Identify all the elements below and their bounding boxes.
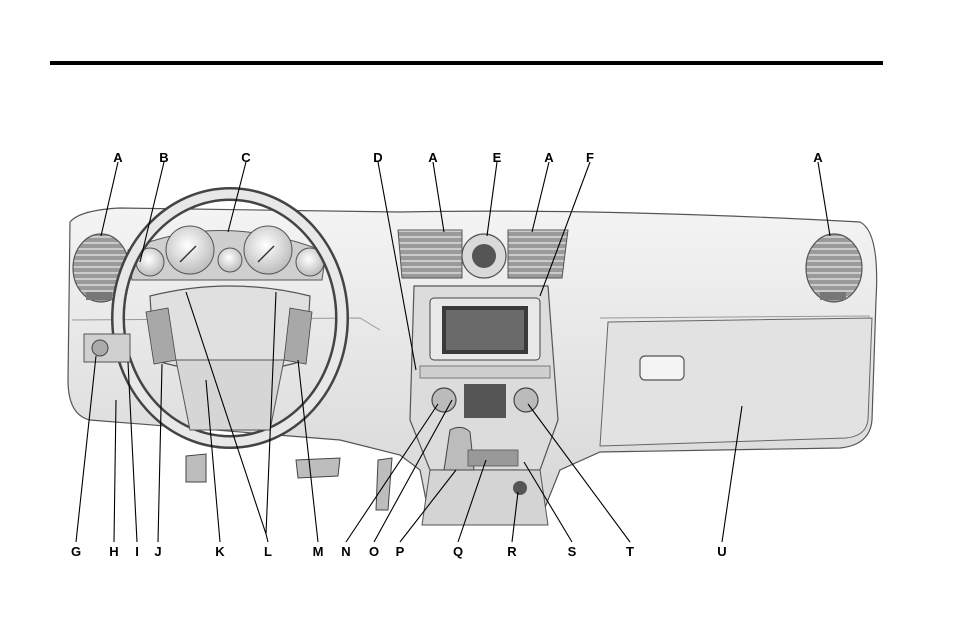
callout-i: I — [135, 544, 139, 559]
callout-n: N — [341, 544, 350, 559]
callout-l: L — [264, 544, 272, 559]
callout-a: A — [428, 150, 438, 165]
glove-box — [600, 318, 872, 446]
right-air-vent — [806, 234, 862, 302]
callout-p: P — [396, 544, 405, 559]
callout-s: S — [568, 544, 577, 559]
callout-e: E — [493, 150, 502, 165]
callout-u: U — [717, 544, 726, 559]
callout-d: D — [373, 150, 382, 165]
callout-r: R — [507, 544, 517, 559]
headlamp-switch-panel — [84, 334, 130, 362]
callout-a: A — [544, 150, 554, 165]
analog-clock — [462, 234, 506, 278]
callout-t: T — [626, 544, 634, 559]
callout-c: C — [241, 150, 251, 165]
callout-g: G — [71, 544, 81, 559]
callout-k: K — [215, 544, 225, 559]
callout-a: A — [113, 150, 123, 165]
callout-m: M — [313, 544, 324, 559]
callout-o: O — [369, 544, 379, 559]
callout-j: J — [154, 544, 161, 559]
callout-q: Q — [453, 544, 463, 559]
callout-b: B — [159, 150, 168, 165]
callout-a: A — [813, 150, 823, 165]
top-callouts: A B C D A E A F A — [113, 150, 823, 165]
callout-h: H — [109, 544, 118, 559]
center-stack — [410, 286, 558, 470]
bottom-callouts: G H I J K L M N O P Q R S T U — [71, 544, 727, 559]
callout-f: F — [586, 150, 594, 165]
